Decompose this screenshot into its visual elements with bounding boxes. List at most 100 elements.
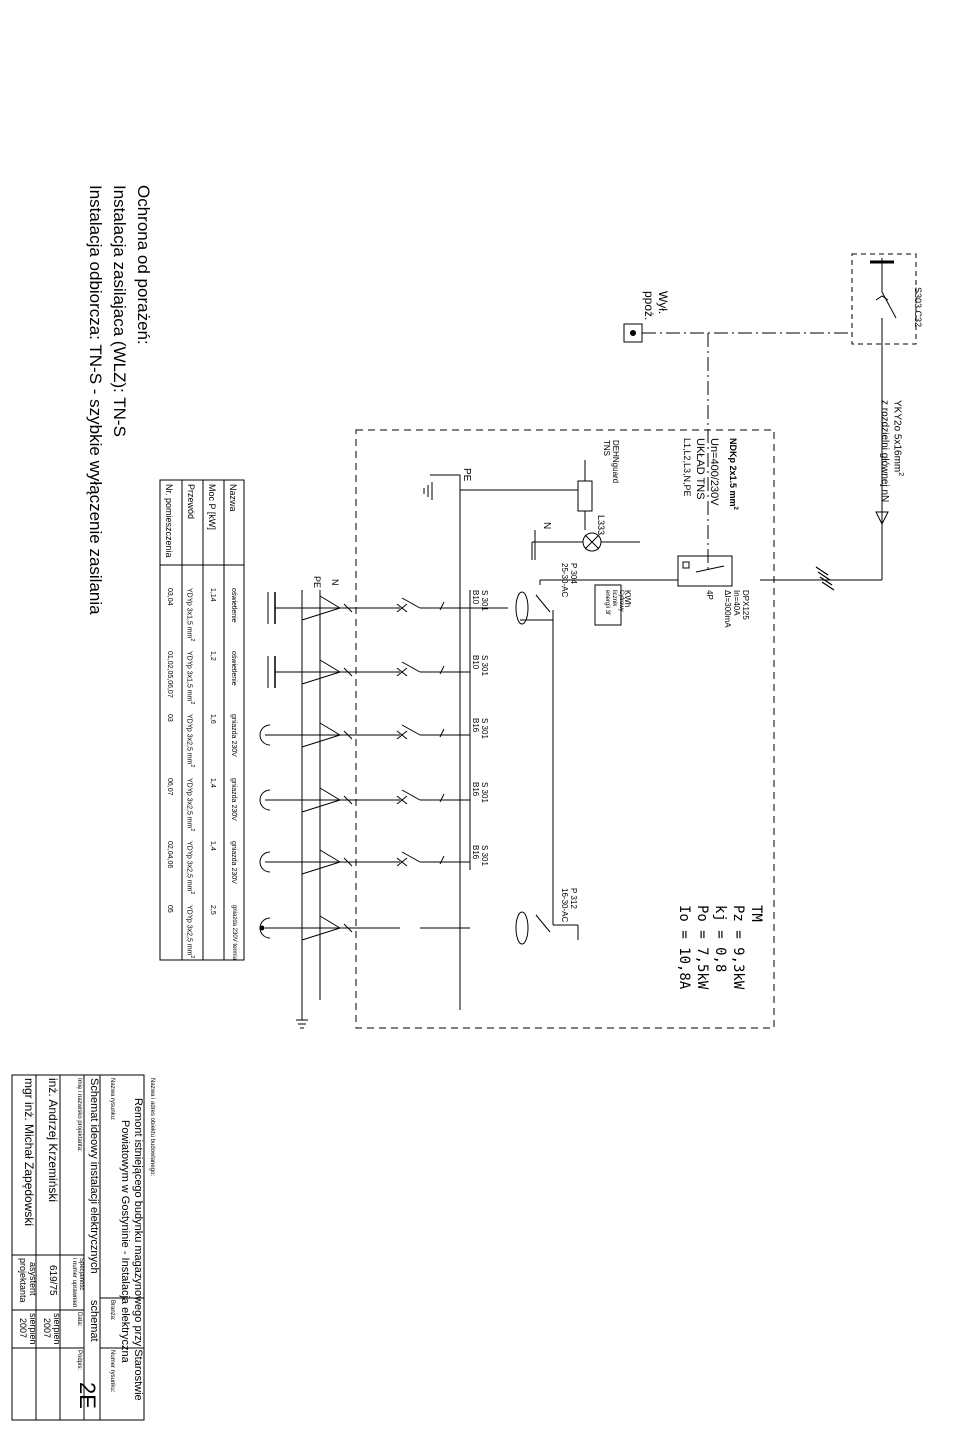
circuit-table-grid (159, 479, 245, 961)
bus-n-label: N (330, 579, 340, 586)
table-cell-5-1: gniazda 230V (230, 841, 237, 884)
table-cell-2-1: oświetlenie (230, 651, 237, 686)
designer-1-spec: 619/75 (47, 1265, 58, 1296)
table-cell-6-2: 2,5 (209, 905, 216, 915)
branch-value: schemat (88, 1300, 100, 1342)
phases-label: L1,L2,L3,N,PE (682, 438, 692, 497)
table-cell-6-4: 05 (166, 905, 173, 913)
meter-label-4: energii 3f (604, 590, 610, 615)
table-cell-5-4: 02,04,06 (166, 841, 173, 869)
supply-breaker-symbol (870, 258, 897, 345)
number-label: Numer rysunku: (109, 1350, 115, 1393)
rcd-label-4: 4P (705, 590, 714, 600)
meter-label-1: KWh (623, 590, 632, 608)
designer-1-name: inż. Andrzej Krzemiński (46, 1078, 60, 1203)
signature-label: Podpis: (76, 1350, 82, 1371)
breaker-3-label-1: S 301 (480, 718, 489, 739)
surge-arrester-label-1: DEHNguard (611, 440, 620, 484)
table-cable-sup: 2 (189, 828, 195, 832)
table-cell-2-3: YDYp 3x1,5 mm2 (186, 651, 195, 704)
object-label: Nazwa i adres obiektu budowlanego: (149, 1078, 155, 1177)
protection-note-3: Instalacja odbiorcza: TN-S - szybkie wył… (86, 185, 105, 615)
board-enclosure (355, 429, 775, 1029)
table-cell-1-2: 1,14 (209, 588, 216, 602)
table-cell-1-4: 03,04 (166, 588, 173, 606)
breaker-1-label-1: S 301 (480, 590, 489, 611)
table-cell-2-4: 01,02,05,06,07 (166, 651, 173, 698)
table-cable-text: YDYp 3x1,5 mm (185, 588, 193, 639)
meter-label-2: Cyfrowy (618, 590, 624, 612)
object-name-1: Remont istniejącego budynku magazynowego… (132, 1098, 144, 1401)
tm-pz: Pz = 9,3kW (730, 905, 746, 990)
date-label: Data: (76, 1312, 82, 1327)
supply-enclosure (851, 253, 917, 345)
ground-symbol-left (423, 482, 433, 500)
breaker-2-label-1: S 301 (480, 655, 489, 676)
table-cell-2-2: 1,2 (209, 651, 216, 661)
designer-2-spec-2: projektanta (18, 1258, 28, 1303)
protection-note-2: Instalacja zasilajaca (WLZ): TN-S (110, 185, 129, 437)
tm-title: TM (748, 905, 764, 922)
table-cell-6-1: gniazda 230V termia (231, 905, 237, 961)
supply-breaker-label: S303 C32 (913, 287, 923, 328)
table-cell-3-4: 03 (166, 714, 173, 722)
system-label: UKŁAD TNS (694, 438, 706, 500)
table-cable-text: YDYp 3x2,5 mm (185, 714, 193, 765)
tm-kj: kj = 0,8 (712, 905, 728, 973)
designer-2-date-1: sierpień (28, 1313, 38, 1345)
table-cable-text: YDYp 3x2,5 mm (185, 905, 193, 956)
voltage-label: Un=400/230V (708, 438, 720, 506)
rcd-p304-symbol (470, 591, 551, 625)
table-cell-3-1: gniazda 230V (230, 714, 237, 757)
table-cable-text: YDYp 3x1,5 mm (185, 651, 193, 702)
breaker-2-label-2: B10 (471, 655, 480, 670)
table-row-label-3: Przewód (186, 484, 196, 520)
surge-arrester-box (577, 480, 593, 512)
pe-label: PE (461, 468, 472, 482)
rcd-label-1: DPX125 (741, 590, 750, 620)
table-cable-text: YDYp 3x2,5 mm (185, 841, 193, 892)
n-label: N (541, 522, 552, 530)
table-cable-sup: 2 (189, 764, 195, 768)
rcd-p304-label-2: 25-30-AC (560, 563, 569, 598)
supply-source-label: z rozdzielni głównej nN (879, 400, 890, 503)
breaker-4-label-1: S 301 (480, 782, 489, 803)
table-cell-3-3: YDYp 3x2,5 mm2 (186, 714, 195, 767)
breaker-5-label-2: B16 (471, 845, 480, 860)
breaker-3-label-2: B16 (471, 718, 480, 733)
circuit-columns (259, 592, 470, 941)
control-cable-label: NDKp 2x1.5 mm2 (728, 438, 738, 510)
spec-label-1: Specjalność (78, 1258, 84, 1291)
drawing-label: Nazwa rysunku: (109, 1078, 115, 1121)
tm-po: Po = 7,5kW (694, 905, 710, 990)
table-cable-sup: 2 (189, 955, 195, 959)
indicator-lamp-symbol (582, 532, 640, 552)
rcd-p312-label-2: 16-30-AC (560, 888, 569, 923)
title-block-grid (11, 1074, 145, 1421)
rcd-label-3: ΔI=300mA (723, 590, 732, 628)
table-cable-sup: 2 (189, 891, 195, 895)
energy-meter-box (594, 584, 622, 626)
table-cell-4-3: YDYp 3x2,5 mm2 (186, 778, 195, 831)
designer-2-date-2: 2007 (18, 1318, 28, 1339)
tm-io: Io = 10,8A (676, 905, 692, 990)
fire-switch-label-2: ppoż. (642, 291, 656, 321)
rcd-box (677, 555, 733, 587)
designer-name-label: Imię i nazwisko projektanta: (76, 1078, 82, 1152)
table-row-label-4: Nr. pomieszczenia (164, 484, 174, 558)
table-cell-4-1: gniazda 230V (230, 778, 237, 821)
table-cell-1-1: oświetlenie (230, 588, 237, 623)
object-name-2: Powiatowym w Gostyninie - Instalacja ele… (119, 1120, 131, 1363)
breaker-5-label-1: S 301 (480, 845, 489, 866)
drawing-number: 2E (75, 1382, 100, 1409)
table-row-label-1: Nazwa (228, 484, 238, 512)
table-cable-sup: 2 (189, 701, 195, 705)
designer-1-date-2: 2007 (42, 1318, 52, 1339)
table-cell-5-2: 1,4 (209, 841, 216, 851)
protection-note-1: Ochrona od porażeń: (134, 185, 153, 345)
rcd-p312-label-1: P 312 (569, 888, 578, 909)
designer-2-spec-1: asystent (28, 1262, 38, 1296)
rcd-p312-symbol (515, 911, 551, 945)
branch-label: Branża: (109, 1300, 115, 1321)
cable-end-symbol (875, 511, 889, 526)
